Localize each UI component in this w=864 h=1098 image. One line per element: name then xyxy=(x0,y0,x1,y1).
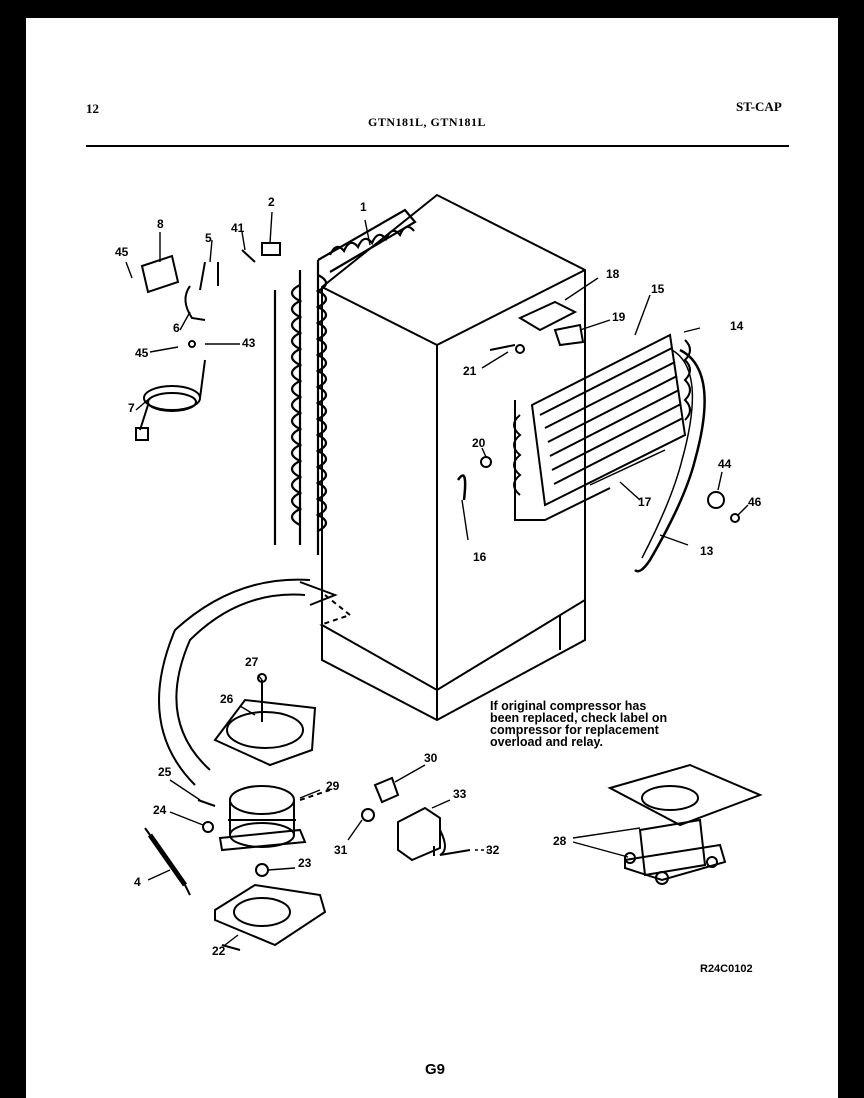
part-44 xyxy=(707,491,725,509)
leader-lines xyxy=(125,211,749,946)
label-part-30: 30 xyxy=(424,751,438,765)
label-part-33: 33 xyxy=(453,787,467,801)
label-part-6: 6 xyxy=(173,321,180,335)
label-part-41: 41 xyxy=(231,221,245,235)
label-part-45-bottom: 45 xyxy=(135,346,149,360)
label-part-25: 25 xyxy=(158,765,172,779)
model-numbers: GTN181L, GTN181L xyxy=(368,115,487,129)
screw-41 xyxy=(241,249,256,263)
screw-46 xyxy=(730,513,740,523)
page-number: 12 xyxy=(86,101,99,116)
clip-25 xyxy=(197,799,216,807)
label-part-23: 23 xyxy=(298,856,312,870)
label-part-45-top: 45 xyxy=(115,245,129,259)
label-part-5: 5 xyxy=(205,231,212,245)
grommet-24 xyxy=(202,821,214,833)
drain-tube-25 xyxy=(175,593,306,771)
note-line: compressor for replacement xyxy=(490,723,659,737)
wire-6 xyxy=(184,285,206,321)
compressor-29 xyxy=(218,785,331,877)
wire-5 xyxy=(199,261,206,291)
overload-33 xyxy=(397,806,441,862)
label-part-17: 17 xyxy=(638,495,652,509)
label-part-26: 26 xyxy=(220,692,234,706)
label-part-44: 44 xyxy=(718,457,732,471)
replacement-note: If original compressor has been replaced… xyxy=(490,699,730,749)
label-part-15: 15 xyxy=(651,282,665,296)
label-part-27: 27 xyxy=(245,655,259,669)
label-part-46: 46 xyxy=(748,495,762,509)
drain-trough xyxy=(553,323,585,347)
page-code: G9 xyxy=(425,1061,446,1078)
note-line: overload and relay. xyxy=(490,735,604,749)
section-code: ST-CAP xyxy=(736,99,782,114)
label-part-16: 16 xyxy=(473,550,487,564)
drain-pan-26 xyxy=(213,673,317,767)
label-part-29: 29 xyxy=(326,779,340,793)
drier-4 xyxy=(147,833,188,887)
label-part-7: 7 xyxy=(128,401,135,415)
suction-tube xyxy=(634,348,706,573)
label-part-13: 13 xyxy=(700,544,714,558)
label-part-14: 14 xyxy=(730,319,744,333)
label-part-43: 43 xyxy=(242,336,256,350)
label-part-18: 18 xyxy=(606,267,620,281)
drawing-code: R24C0102 xyxy=(700,963,753,975)
label-part-4: 4 xyxy=(134,875,141,889)
label-part-32: 32 xyxy=(486,843,500,857)
compressor-base-22 xyxy=(214,883,327,951)
label-part-21: 21 xyxy=(463,364,477,378)
cabinet-outline xyxy=(321,193,586,722)
power-cord-7 xyxy=(135,359,206,441)
condenser-coil xyxy=(273,208,417,555)
grommet-16 xyxy=(456,474,467,501)
relay-30 xyxy=(373,776,400,804)
label-part-22: 22 xyxy=(212,944,226,958)
screw-43 xyxy=(188,340,196,348)
clip-20 xyxy=(480,456,492,468)
wire-32 xyxy=(439,829,471,856)
screw-21 xyxy=(489,344,516,351)
note-line: If original compressor has xyxy=(490,699,647,713)
label-part-19: 19 xyxy=(612,310,626,324)
evaporator-bracket xyxy=(517,300,578,332)
note-line: been replaced, check label on xyxy=(490,711,668,725)
label-part-31: 31 xyxy=(334,843,348,857)
evaporator-coil xyxy=(513,333,691,521)
bracket-2 xyxy=(261,242,281,256)
label-part-1: 1 xyxy=(360,200,367,214)
bracket-8 xyxy=(140,254,180,294)
label-part-8: 8 xyxy=(157,217,164,231)
label-part-28: 28 xyxy=(553,834,567,848)
clip-31 xyxy=(361,808,375,822)
label-part-20: 20 xyxy=(472,436,486,450)
label-part-2: 2 xyxy=(268,195,275,209)
label-part-24: 24 xyxy=(153,803,167,817)
replacement-compressor-28 xyxy=(607,763,763,885)
